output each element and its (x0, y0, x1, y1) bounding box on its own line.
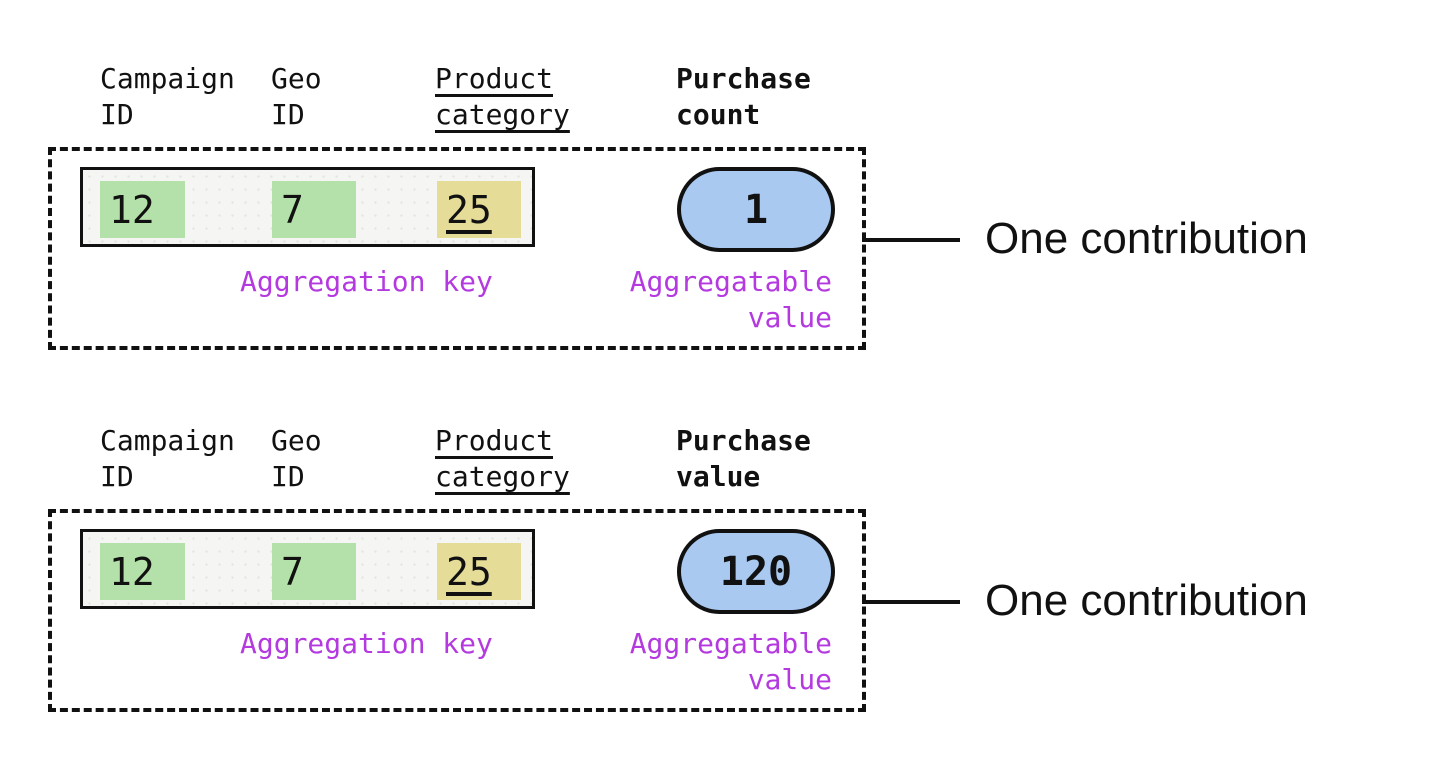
product-category-value: 25 (446, 549, 492, 594)
contribution-boundary (48, 509, 866, 712)
aggregatable-value-number: 120 (719, 548, 793, 595)
aggregatable-value-number: 1 (743, 186, 769, 233)
connector-line (862, 238, 960, 242)
geo-id-cell: 7 (272, 543, 356, 600)
aggregatable-value-label: Aggregatable value (629, 265, 832, 334)
one-contribution-annotation: One contribution (985, 576, 1308, 625)
campaign-id-cell: 12 (100, 181, 185, 238)
aggregatable-value-pill: 120 (677, 529, 835, 614)
geo-id-value: 7 (281, 549, 304, 594)
column-header-campaign-id: Campaign ID (100, 424, 235, 493)
contribution-boundary (48, 147, 866, 350)
column-header-purchase-value: Purchase value (676, 424, 811, 493)
product-category-value: 25 (446, 187, 492, 232)
column-header-geo-id: Geo ID (271, 424, 322, 493)
campaign-id-value: 12 (109, 549, 155, 594)
geo-id-cell: 7 (272, 181, 356, 238)
product-category-cell: 25 (437, 181, 521, 238)
geo-id-value: 7 (281, 187, 304, 232)
contribution-section-purchase-value: Campaign ID Geo ID Product category Purc… (0, 362, 1442, 742)
contribution-section-purchase-count: Campaign ID Geo ID Product category Purc… (48, 62, 1308, 350)
aggregation-key-label: Aggregation key (240, 627, 493, 660)
column-header-product-category: Product category (435, 62, 570, 131)
column-header-campaign-id: Campaign ID (100, 62, 235, 131)
column-header-geo-id: Geo ID (271, 62, 322, 131)
campaign-id-cell: 12 (100, 543, 185, 600)
aggregation-key-label: Aggregation key (240, 265, 493, 298)
column-header-product-category: Product category (435, 424, 570, 493)
product-category-cell: 25 (437, 543, 521, 600)
connector-line (862, 600, 960, 604)
campaign-id-value: 12 (109, 187, 155, 232)
aggregatable-value-label: Aggregatable value (629, 627, 832, 696)
one-contribution-annotation: One contribution (985, 214, 1308, 263)
column-header-purchase-count: Purchase count (676, 62, 811, 131)
aggregatable-value-pill: 1 (677, 167, 835, 252)
